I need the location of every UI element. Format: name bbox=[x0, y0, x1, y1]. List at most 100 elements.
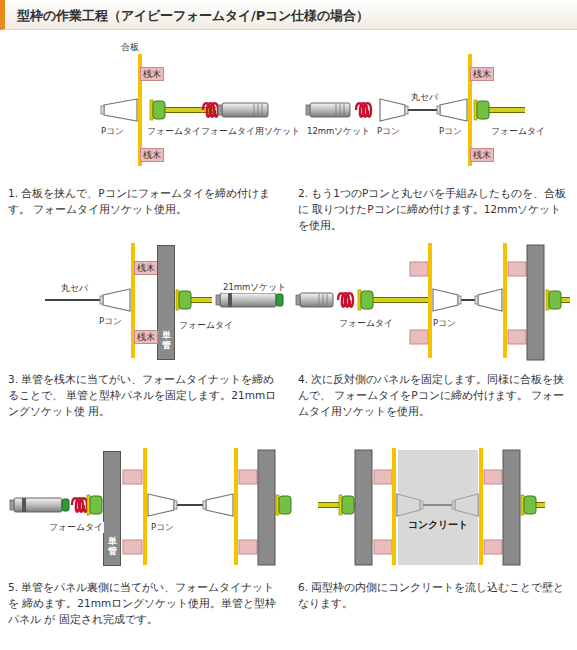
batten-block: 桟木 bbox=[470, 67, 494, 81]
plywood-panel bbox=[143, 448, 147, 565]
steel-pipe: 単管 bbox=[103, 451, 121, 566]
node-label: 桟木 bbox=[143, 150, 161, 160]
p-cone bbox=[478, 289, 502, 311]
socket-ridge bbox=[336, 104, 337, 116]
p-cone-cap bbox=[101, 106, 104, 114]
node-label: 桟木 bbox=[137, 332, 155, 342]
separator-rod bbox=[174, 504, 206, 506]
socket-tip bbox=[62, 499, 69, 511]
part-label: フォームタイ bbox=[490, 126, 546, 137]
spring-spiral bbox=[72, 498, 87, 512]
socket-tip bbox=[276, 294, 283, 306]
batten-block: 桟木 bbox=[140, 148, 164, 162]
part-label: Pコン bbox=[100, 126, 125, 137]
tie-nut bbox=[279, 496, 291, 514]
socket-body bbox=[310, 103, 350, 117]
node-label: 単管 bbox=[162, 331, 171, 351]
p-cone-cap bbox=[405, 106, 408, 114]
step-caption: 2. もう1つのPコンと丸セパを手組みしたものを、合板に 取りつけたPコンに締め… bbox=[298, 186, 570, 233]
steel-pipe bbox=[527, 245, 544, 360]
part-label: 21mmソケット bbox=[222, 282, 287, 293]
illustration-group bbox=[10, 54, 570, 565]
part-label: 12mmソケット bbox=[306, 126, 371, 137]
part-label: Pコン bbox=[376, 126, 401, 137]
part-label: Pコン bbox=[150, 522, 175, 533]
socket-band bbox=[22, 498, 26, 512]
socket-end bbox=[306, 105, 310, 115]
part-label: 丸セパ bbox=[410, 92, 439, 103]
socket-ridge bbox=[254, 104, 255, 116]
node-label: 単管 bbox=[108, 537, 117, 557]
batten-block: 桟木 bbox=[470, 148, 494, 162]
spring-spiral bbox=[356, 103, 371, 117]
socket-band bbox=[228, 293, 232, 307]
socket-ridge bbox=[323, 294, 324, 306]
batten-block bbox=[374, 470, 392, 484]
p-cone-cap bbox=[203, 501, 206, 509]
tie-nut bbox=[361, 291, 373, 309]
socket-body bbox=[220, 293, 276, 307]
plywood-panel bbox=[234, 448, 238, 565]
batten-block bbox=[508, 330, 526, 344]
p-cone bbox=[103, 289, 130, 311]
batten-block bbox=[484, 540, 502, 554]
page-title: 型枠の作業工程（アイビーフォームタイ/Pコン仕様の場合） bbox=[5, 0, 577, 25]
step-caption: 3. 単管を桟木に当てがい、フォームタイナットを締めることで、 単管と型枠パネル… bbox=[8, 372, 280, 419]
p-cone bbox=[148, 494, 174, 516]
batten-block bbox=[484, 470, 502, 484]
batten-block: 桟木 bbox=[140, 67, 164, 81]
part-label: 丸セパ bbox=[60, 283, 89, 294]
spring-spiral bbox=[338, 293, 353, 307]
p-cone-cap bbox=[174, 501, 177, 509]
batten-block: 桟木 bbox=[134, 330, 158, 344]
node-label: 桟木 bbox=[143, 69, 161, 79]
socket-ridge bbox=[327, 294, 328, 306]
step-caption: 4. 次に反対側のパネルを固定します。同様に合板を挟んで、 フォームタイをPコン… bbox=[298, 372, 570, 419]
plywood-panel bbox=[479, 448, 483, 565]
batten-block bbox=[123, 470, 142, 484]
batten-block bbox=[239, 470, 257, 484]
tie-nut bbox=[342, 496, 354, 514]
step-caption: 6. 両型枠の内側にコンクリートを流し込むことで壁となります。 bbox=[298, 580, 570, 612]
separator-rod bbox=[45, 299, 103, 301]
node-label: コンクリート bbox=[408, 518, 468, 532]
socket-body bbox=[222, 103, 268, 117]
socket-ridge bbox=[340, 104, 341, 116]
p-cone bbox=[440, 99, 467, 121]
part-label: フォームタイ bbox=[146, 126, 202, 137]
spring-spiral bbox=[203, 103, 218, 117]
socket-body bbox=[300, 293, 333, 307]
socket-end bbox=[218, 105, 222, 115]
plywood-panel bbox=[392, 448, 396, 565]
step-caption: 1. 合板を挟んで、Pコンにフォームタイを締め付けます。 フォームタイ用ソケット… bbox=[8, 186, 280, 218]
socket-end bbox=[216, 295, 220, 305]
node-label: 桟木 bbox=[473, 150, 491, 160]
tie-nut bbox=[549, 291, 561, 309]
part-label: 合板 bbox=[120, 42, 140, 53]
batten-block bbox=[410, 330, 428, 344]
step-caption: 5. 単管をパネル裏側に当てがい、フォームタイナットを 締めます。21mmロング… bbox=[8, 580, 280, 627]
socket-body bbox=[14, 498, 62, 512]
title-bar: 型枠の作業工程（アイビーフォームタイ/Pコン仕様の場合） bbox=[0, 0, 577, 30]
socket-ridge bbox=[258, 104, 259, 116]
steel-pipe: 単管 bbox=[157, 245, 175, 360]
batten-block bbox=[410, 262, 428, 276]
socket-ridge bbox=[344, 104, 345, 116]
steel-pipe bbox=[258, 450, 275, 565]
part-label: Pコン bbox=[432, 318, 457, 329]
part-label: Pコン bbox=[98, 316, 123, 327]
socket-ridge bbox=[262, 104, 263, 116]
part-label: フォームタイ bbox=[48, 522, 104, 533]
steel-pipe bbox=[355, 450, 372, 565]
node-label: 桟木 bbox=[137, 263, 155, 273]
batten-block bbox=[123, 540, 142, 554]
batten-block: 桟木 bbox=[134, 261, 158, 275]
tie-nut bbox=[153, 101, 165, 119]
p-cone bbox=[206, 494, 233, 516]
p-cone bbox=[433, 289, 458, 311]
p-cone bbox=[104, 99, 137, 121]
batten-block bbox=[239, 540, 257, 554]
steel-pipe bbox=[503, 450, 520, 565]
